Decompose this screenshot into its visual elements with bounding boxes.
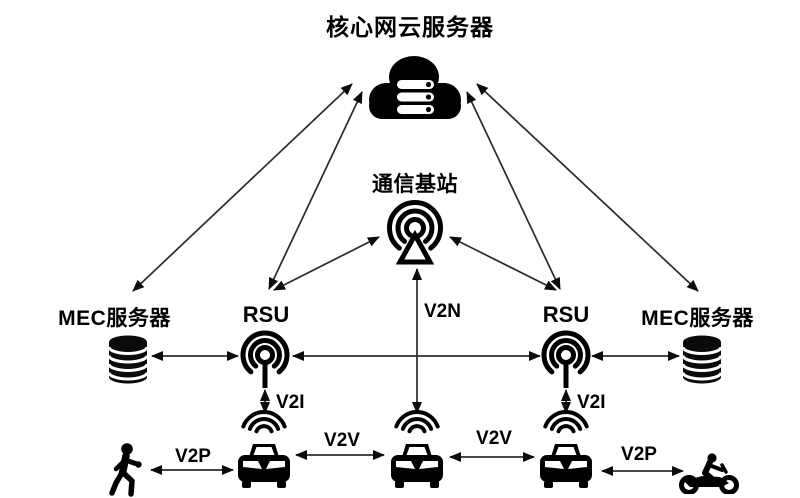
mec-server-left-label: MEC服务器: [58, 307, 171, 330]
cloud-server-label: 核心网云服务器: [326, 14, 494, 40]
v2p-right-link-label: V2P: [621, 444, 657, 465]
edge-base-rsu-right: [449, 236, 557, 291]
v2v-left-link-label: V2V: [324, 430, 360, 451]
edge-cloud-rsu-right: [466, 91, 561, 290]
edge-cloud-mec-left: [132, 83, 353, 292]
v2i-right-link-label: V2I: [577, 392, 606, 413]
rsu-left-label: RSU: [242, 302, 290, 327]
v2p-left-link-label: V2P: [175, 446, 211, 467]
rsu-right-label: RSU: [542, 302, 590, 327]
v2v-mid-link-label: V2V: [476, 428, 512, 449]
v2n-link-label: V2N: [424, 301, 461, 322]
cloud-server-icon: [369, 56, 461, 119]
motorcycle-icon: [679, 453, 739, 494]
mec-server-right-label: MEC服务器: [641, 307, 754, 330]
rsu-beacon-icon: [541, 330, 591, 388]
base-station-label: 通信基站: [372, 173, 458, 196]
edge-cloud-mec-right: [476, 83, 699, 292]
database-icon: [108, 335, 148, 384]
pedestrian-icon: [109, 443, 142, 497]
car-with-obu-icon: [391, 410, 443, 488]
car-with-obu-icon: [540, 410, 592, 488]
car-with-obu-icon: [238, 410, 290, 488]
antenna-tower-icon: [387, 200, 443, 265]
edge-base-rsu-left: [273, 236, 380, 291]
v2i-left-link-label: V2I: [276, 392, 305, 413]
database-icon: [682, 335, 722, 384]
edge-cloud-rsu-left: [268, 91, 363, 290]
rsu-beacon-icon: [240, 330, 290, 388]
